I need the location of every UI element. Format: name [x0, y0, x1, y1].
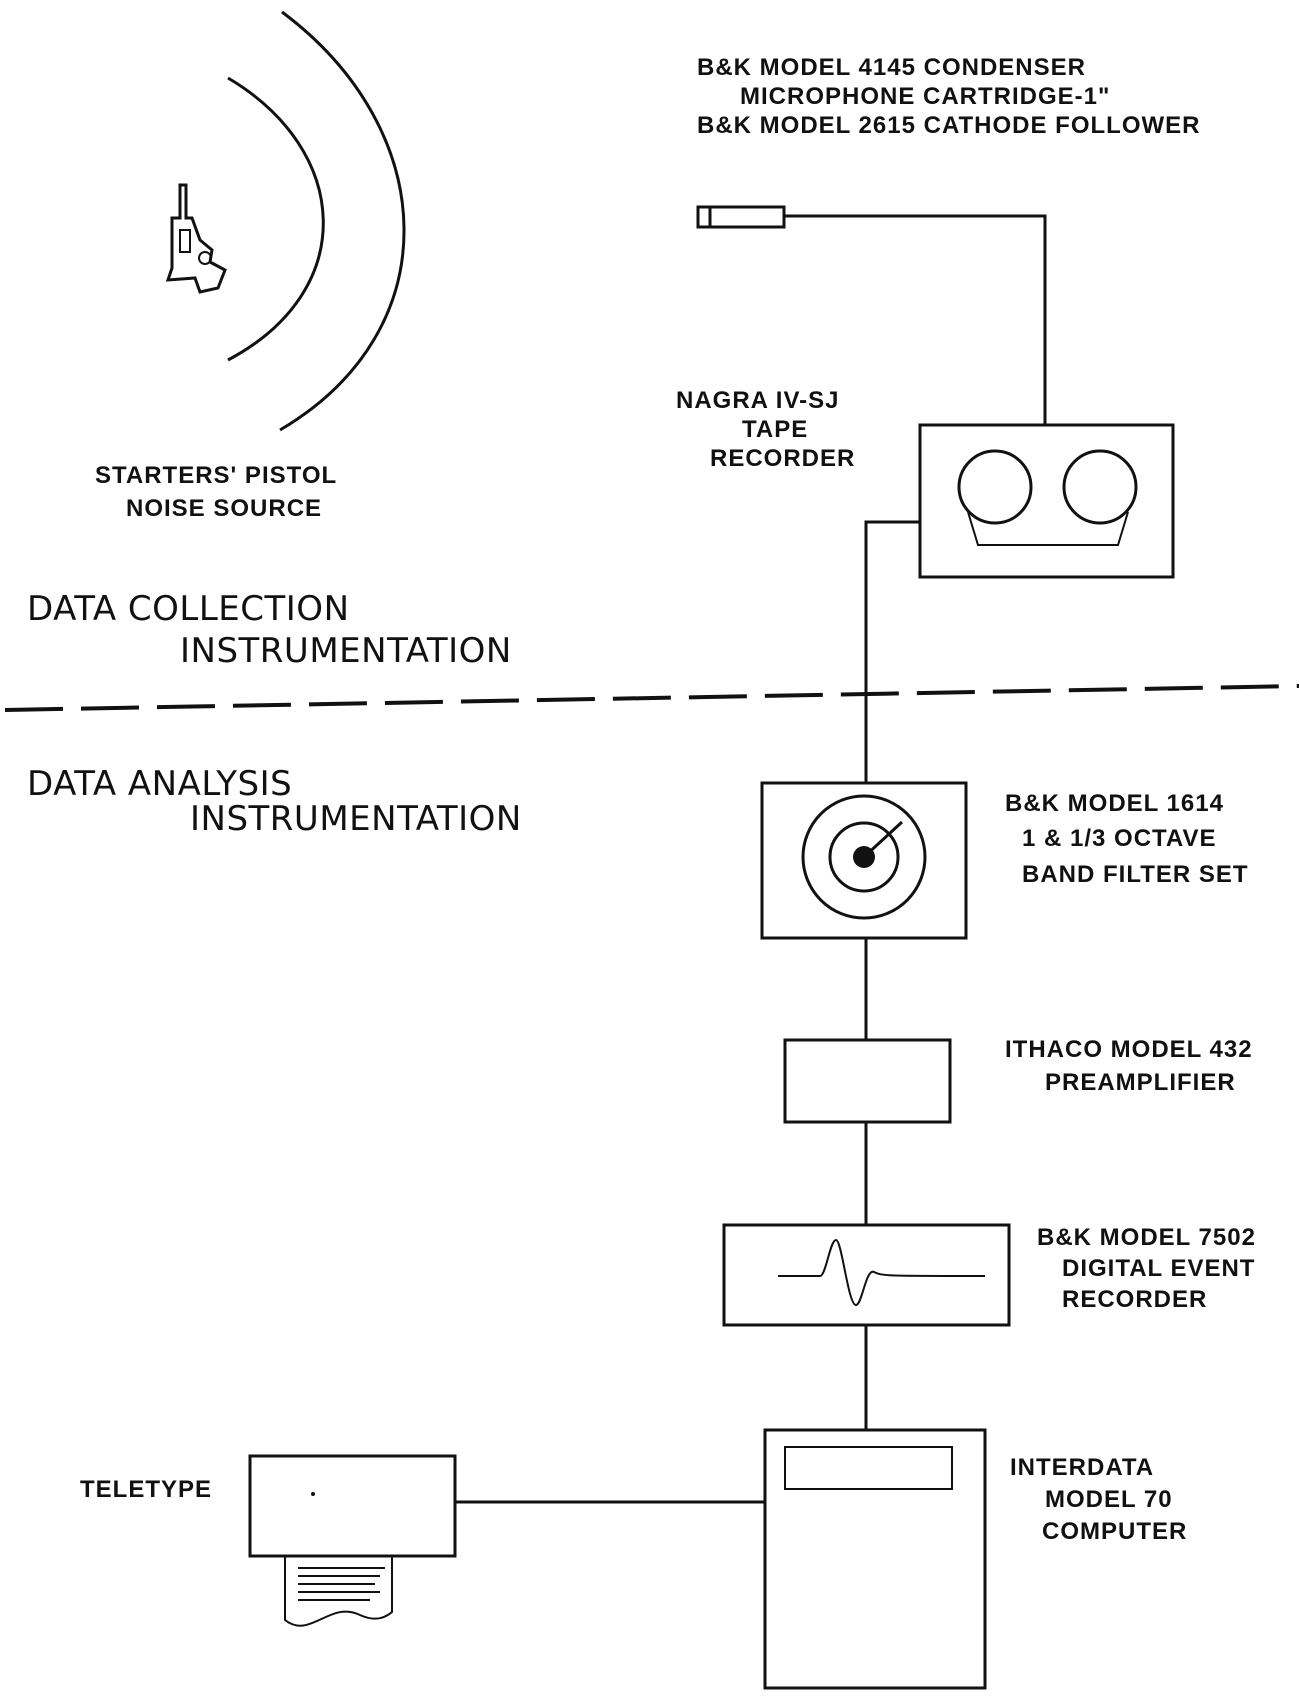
teletype-icon	[250, 1456, 455, 1626]
teletype-label: TELETYPE	[80, 1476, 212, 1503]
collection-label-2: INSTRUMENTATION	[180, 631, 512, 671]
filter-label-1: B&K MODEL 1614	[1005, 790, 1224, 817]
filter-set-icon	[762, 783, 966, 938]
mic-label-1: B&K MODEL 4145 CONDENSER	[697, 54, 1086, 81]
pistol-icon	[168, 185, 225, 292]
pistol-label-2: NOISE SOURCE	[126, 495, 322, 522]
analysis-label-1: DATA ANALYSIS	[27, 764, 292, 804]
recorder-label-2: TAPE	[742, 416, 808, 443]
sound-wave-outer	[280, 12, 404, 430]
recorder-label-3: RECORDER	[710, 445, 855, 472]
sound-wave-inner	[228, 78, 323, 360]
pistol-label-1: STARTERS' PISTOL	[95, 462, 337, 489]
event-recorder-icon	[724, 1225, 1009, 1325]
filter-label-2: 1 & 1/3 OCTAVE	[1022, 825, 1217, 852]
section-divider	[5, 686, 1299, 710]
computer-label-1: INTERDATA	[1010, 1454, 1154, 1481]
collection-label-1: DATA COLLECTION	[27, 589, 350, 629]
microphone-icon	[698, 207, 784, 227]
preamp-label-1: ITHACO MODEL 432	[1005, 1036, 1253, 1063]
event-label-1: B&K MODEL 7502	[1037, 1224, 1256, 1251]
mic-label-2: MICROPHONE CARTRIDGE-1"	[740, 83, 1110, 110]
filter-label-3: BAND FILTER SET	[1022, 861, 1249, 888]
event-label-2: DIGITAL EVENT	[1062, 1255, 1255, 1282]
tape-recorder-icon	[920, 425, 1173, 577]
computer-label-2: MODEL 70	[1045, 1486, 1173, 1513]
computer-icon	[765, 1430, 985, 1688]
mic-label-3: B&K MODEL 2615 CATHODE FOLLOWER	[697, 112, 1200, 139]
computer-label-3: COMPUTER	[1042, 1518, 1187, 1545]
preamplifier-icon	[785, 1040, 950, 1122]
preamp-label-2: PREAMPLIFIER	[1045, 1069, 1236, 1096]
recorder-to-filter-wire	[866, 522, 920, 783]
recorder-label-1: NAGRA IV-SJ	[676, 387, 839, 414]
event-label-3: RECORDER	[1062, 1286, 1207, 1313]
analysis-label-2: INSTRUMENTATION	[190, 799, 522, 839]
